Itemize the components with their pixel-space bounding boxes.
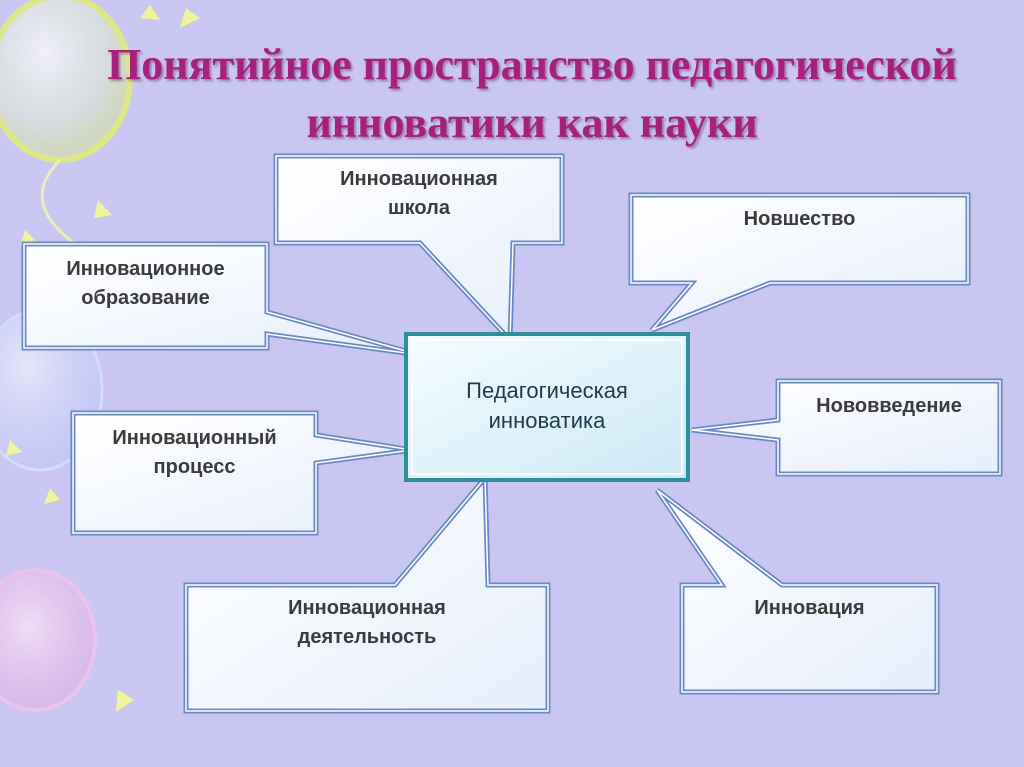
title-line-2: инноватики как науки xyxy=(306,98,758,147)
confetti-shape xyxy=(140,5,160,20)
callout-introduction xyxy=(691,378,1003,477)
callout-innovative-school xyxy=(273,153,565,347)
confetti-shape xyxy=(44,488,60,504)
callout-innovative-process xyxy=(70,410,413,536)
confetti-shape xyxy=(94,200,112,218)
slide-title: Понятийное пространство педагогической и… xyxy=(40,36,1024,152)
confetti-shape xyxy=(180,8,200,28)
title-line-1: Понятийное пространство педагогической xyxy=(107,40,957,89)
callout-novelty xyxy=(628,192,971,333)
confetti-shape xyxy=(6,440,22,456)
balloon-shape xyxy=(0,568,97,712)
callout-innovation xyxy=(654,488,940,695)
confetti-shape xyxy=(116,690,134,712)
center-concept-box xyxy=(404,332,690,482)
